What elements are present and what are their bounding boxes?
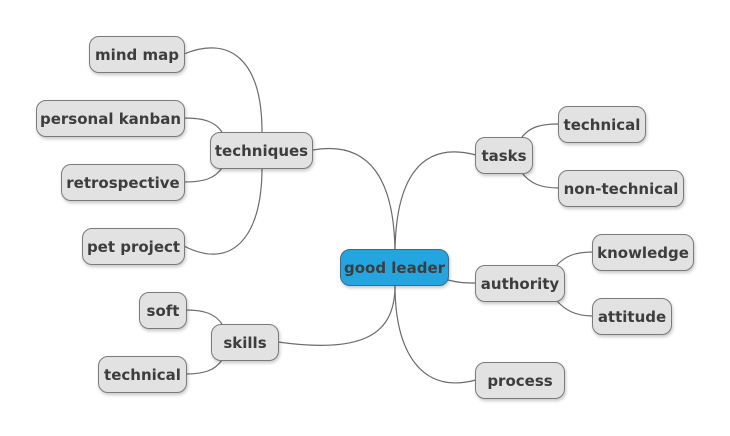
link-techniques-mind-map [183,47,263,133]
leaf-node-retrospective[interactable]: retrospective [61,164,185,201]
link-root-tasks [394,151,477,256]
branch-node-authority[interactable]: authority [475,265,565,302]
link-tasks-technical [521,123,560,138]
leaf-node-label: non-technical [563,179,679,198]
branch-node-label: techniques [214,141,309,160]
leaf-node-soft[interactable]: soft [139,292,187,329]
leaf-node-tasks-technical[interactable]: technical [558,106,646,143]
leaf-node-label: retrospective [66,173,180,192]
branch-node-techniques[interactable]: techniques [210,132,313,169]
link-techniques-personal-kanban [183,117,223,133]
branch-node-label: process [487,371,553,390]
branch-node-process[interactable]: process [475,362,565,399]
leaf-node-label: mind map [95,45,179,64]
link-root-process [394,284,477,384]
root-node[interactable]: good leader [340,249,449,286]
link-authority-attitude [555,299,594,317]
leaf-node-label: technical [104,365,181,384]
leaf-node-skills-technical[interactable]: technical [98,356,187,393]
leaf-node-non-technical[interactable]: non-technical [558,170,684,207]
link-root-authority [447,279,477,284]
branch-node-tasks[interactable]: tasks [475,137,533,174]
link-techniques-pet-project [183,167,263,255]
link-skills-technical [185,359,223,375]
leaf-node-label: soft [146,301,180,320]
link-tasks-non-technical [521,172,560,189]
link-authority-knowledge [555,251,594,267]
leaf-node-personal-kanban[interactable]: personal kanban [36,100,185,137]
branch-node-skills[interactable]: skills [211,324,279,361]
link-techniques-retrospective [183,167,223,183]
leaf-node-label: pet project [86,237,181,256]
root-node-label: good leader [343,258,446,277]
branch-node-label: skills [223,333,267,352]
leaf-node-label: knowledge [597,243,689,262]
leaf-node-mind-map[interactable]: mind map [89,36,185,73]
branch-node-label: tasks [481,146,527,165]
leaf-node-attitude[interactable]: attitude [592,298,672,335]
leaf-node-knowledge[interactable]: knowledge [592,234,694,271]
branch-node-label: authority [480,274,560,293]
link-root-techniques [312,148,396,256]
link-root-skills [277,284,396,346]
leaf-node-label: personal kanban [39,109,182,128]
leaf-node-pet-project[interactable]: pet project [82,228,185,265]
leaf-node-label: attitude [597,307,667,326]
link-skills-soft [185,309,223,325]
leaf-node-label: technical [563,115,641,134]
